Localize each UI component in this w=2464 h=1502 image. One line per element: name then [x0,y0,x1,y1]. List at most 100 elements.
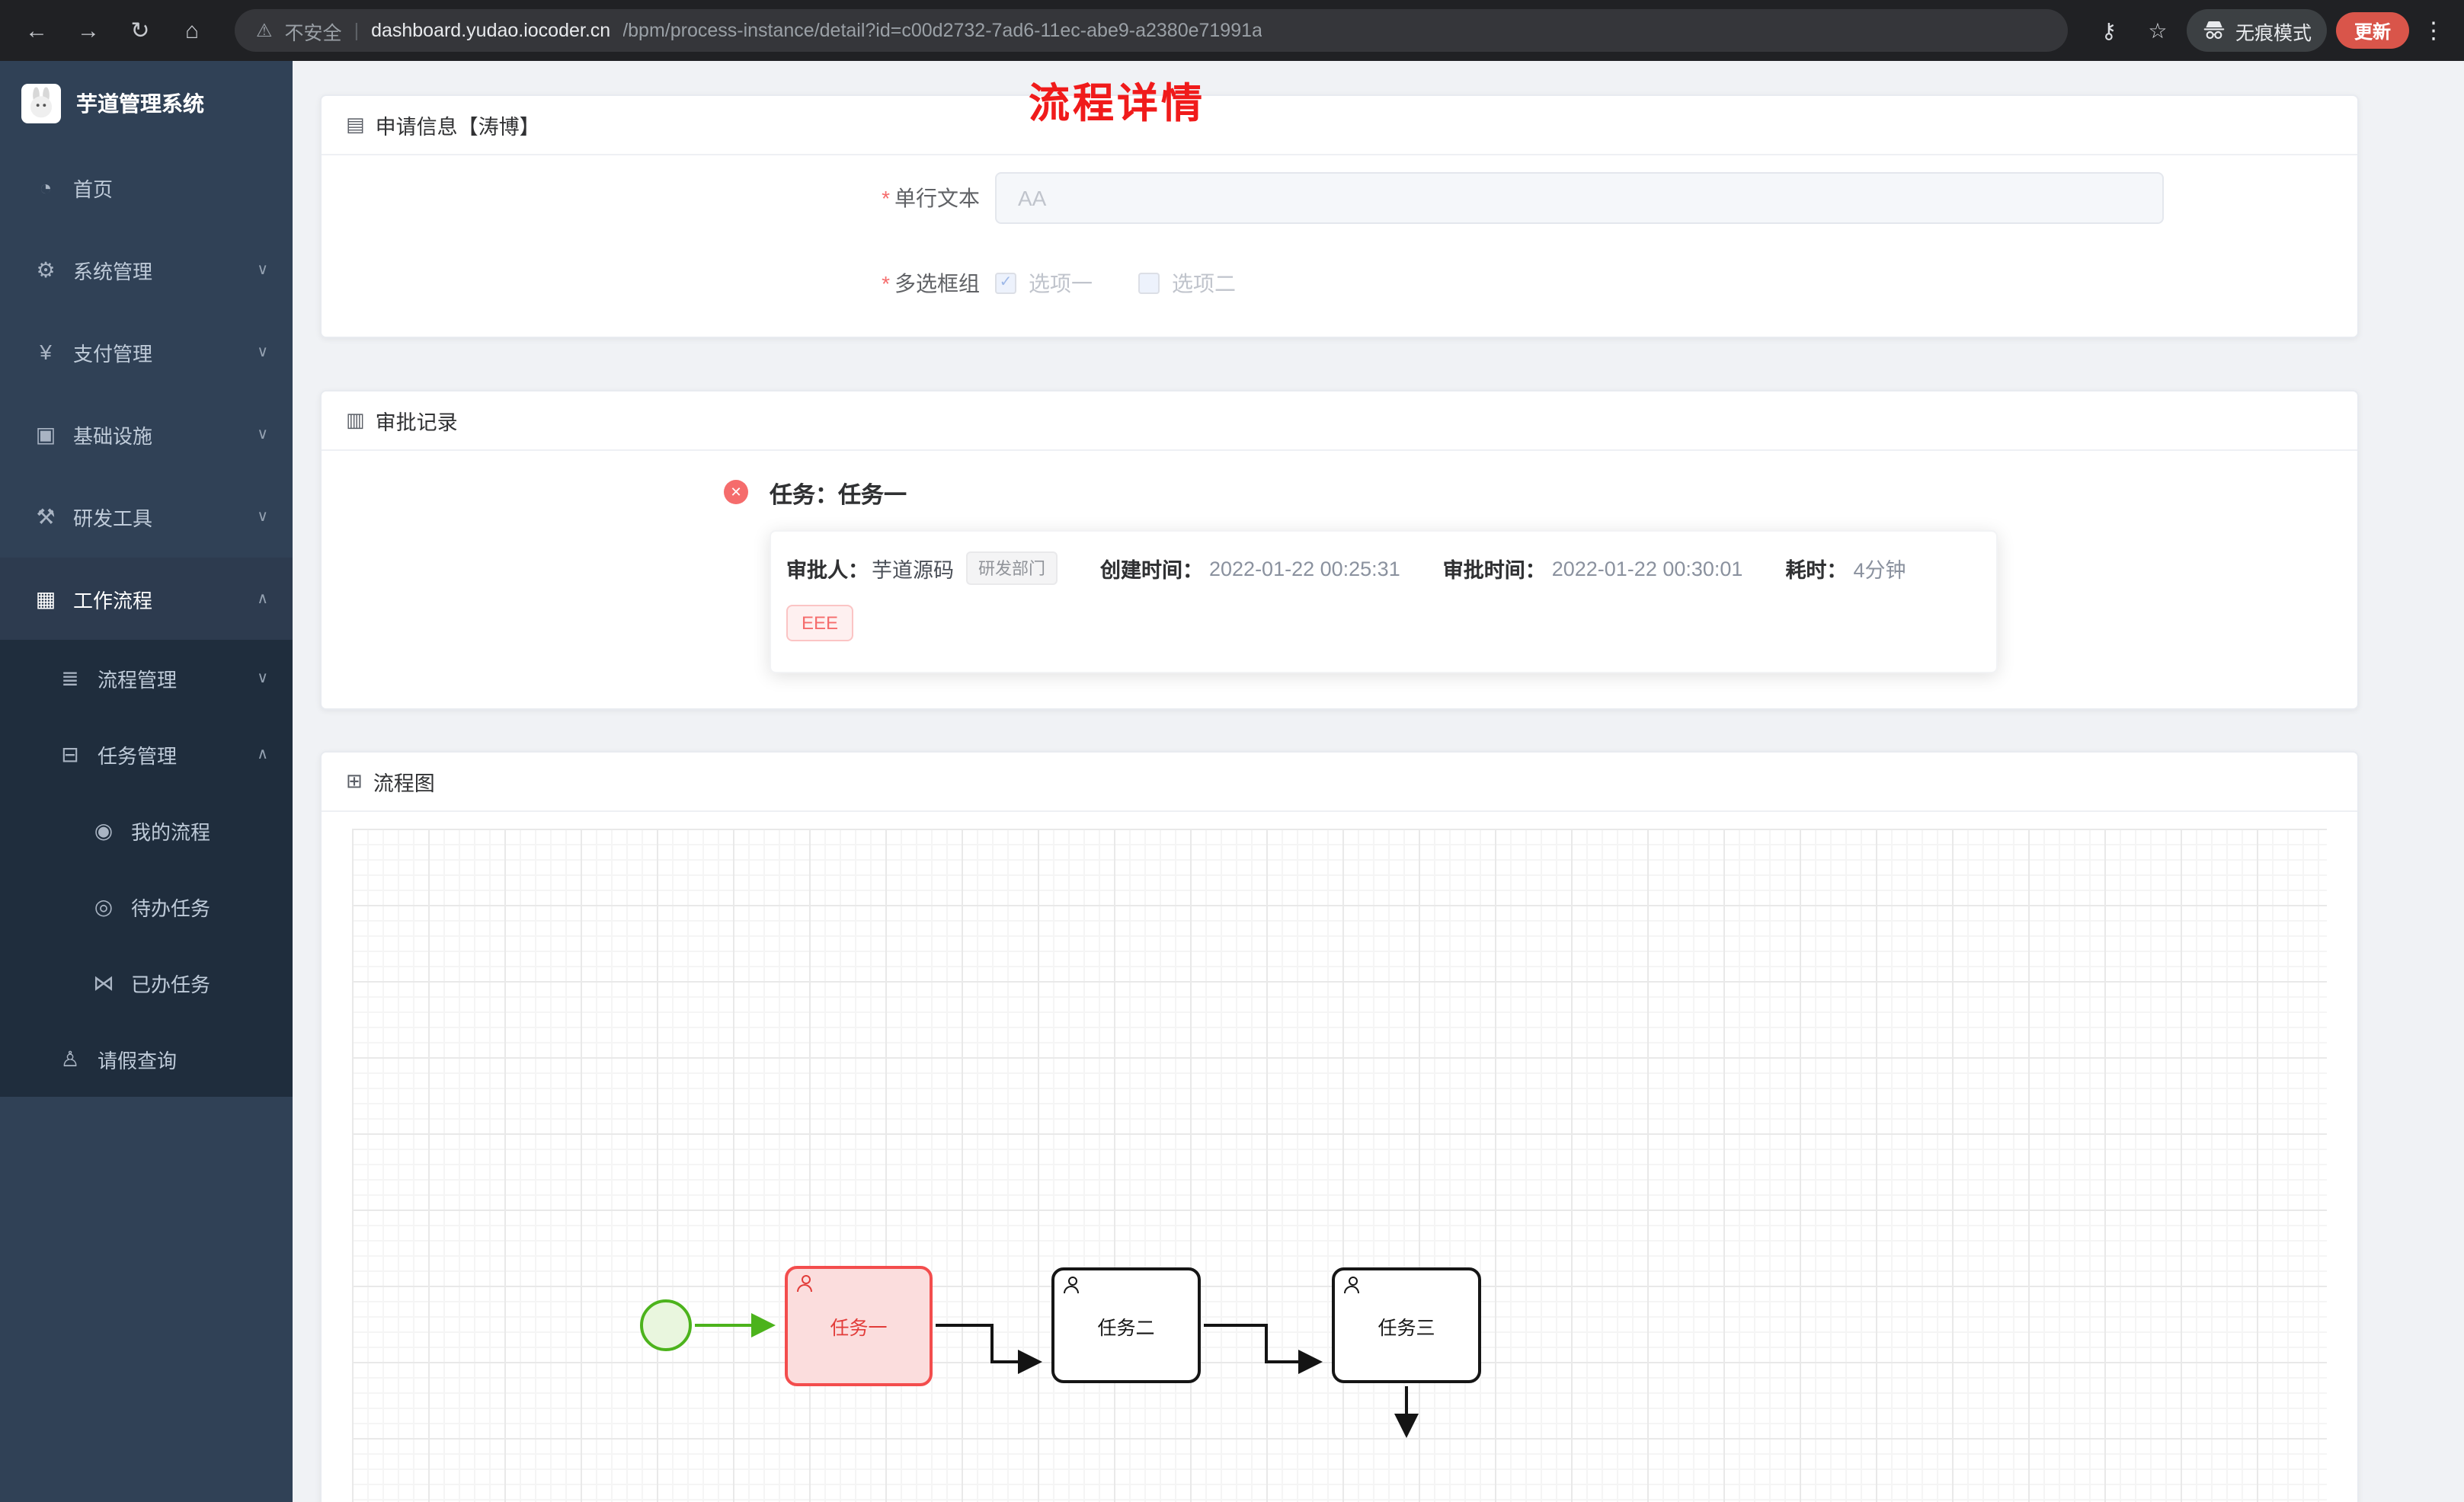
approved-time: 2022-01-22 00:30:01 [1551,557,1743,580]
approval-detail-panel: 审批人： 芋道源码 研发部门 创建时间： 2022-01-22 00:25:31… [770,530,1998,673]
apply-info-card: ▤ 申请信息【涛博】 *单行文本 AA *多选框组 [320,94,2359,338]
sidebar-item-infrastructure[interactable]: ▣ 基础设施 ∨ [0,393,293,475]
task-node-1[interactable]: 任务一 [785,1266,933,1386]
url-domain: dashboard.yudao.iocoder.cn [371,20,611,41]
gear-icon: ⚙ [36,257,56,281]
diagram-card-title: 流程图 [373,772,435,795]
incognito-label: 无痕模式 [2235,22,2312,43]
bpmn-connectors [695,1313,1419,1438]
logo-area: 芋道管理系统 [0,61,293,146]
person-icon: ♙ [60,1046,80,1070]
bubble-icon: ◉ [94,817,114,842]
user-task-icon [1064,1277,1080,1293]
required-mark: * [882,271,890,296]
chevron-up-icon: ∧ [257,746,268,762]
process-diagram-card: ⊞ 流程图 [320,751,2359,1502]
duration-label: 耗时： [1785,559,1848,582]
task-title: 任务：任务一 [770,483,907,509]
user-task-icon [797,1275,814,1292]
form-row-checkbox: *多选框组 ✓ 选项一 选项二 [322,257,2357,309]
star-icon[interactable]: ☆ [2148,18,2168,42]
app-title: 芋道管理系统 [76,91,204,116]
key-icon[interactable]: ⚷ [2101,18,2117,42]
document-icon: ▤ [346,113,365,136]
approver-name: 芋道源码 [872,559,954,582]
sidebar-item-system[interactable]: ⚙ 系统管理 ∨ [0,228,293,311]
back-button[interactable]: ← [25,18,48,43]
approval-meta-line: 审批人： 芋道源码 研发部门 创建时间： 2022-01-22 00:25:31… [786,551,1981,585]
url-divider: | [354,20,360,41]
sidebar-item-process-mgmt[interactable]: ≣ 流程管理 ∨ [0,640,293,716]
sidebar-item-todo-tasks[interactable]: ◎ 待办任务 [0,868,293,944]
browser-toolbar: ← → ↻ ⌂ ⚠ 不安全 | dashboard.yudao.iocoder.… [0,0,2464,61]
sidebar-item-devtools[interactable]: ⚒ 研发工具 ∨ [0,475,293,558]
chevron-down-icon: ∨ [257,344,268,360]
sidebar-item-leave-query[interactable]: ♙ 请假查询 [0,1021,293,1097]
page-title: 流程详情 [1029,81,1205,126]
apply-form: *单行文本 AA *多选框组 ✓ 选项一 [322,155,2357,309]
sidebar-item-done-tasks[interactable]: ⋈ 已办任务 [0,944,293,1021]
briefcase-icon: ▦ [35,586,56,610]
browser-menu-icon[interactable]: ⋮ [2422,18,2445,44]
eye-icon: ◎ [94,893,114,918]
record-icon: ▥ [346,408,365,431]
incognito-badge: 无痕模式 [2186,9,2327,52]
incognito-icon [2203,21,2225,40]
yen-icon: ¥ [40,340,52,364]
sidebar-item-task-mgmt[interactable]: ⊟ 任务管理 ∧ [0,716,293,792]
task-node-2[interactable]: 任务二 [1051,1267,1201,1383]
done-icon: ⋈ [93,970,114,994]
department-tag: 研发部门 [966,551,1058,585]
chevron-down-icon: ∨ [257,670,268,686]
checkbox-option-1[interactable]: ✓ 选项一 [995,268,1093,299]
diagram-icon: ⊞ [346,769,363,792]
reload-button[interactable]: ↻ [130,18,150,44]
required-mark: * [882,186,890,210]
logo-avatar [21,84,61,123]
created-time: 2022-01-22 00:25:31 [1209,557,1400,580]
single-line-text-input[interactable]: AA [995,172,2164,224]
apply-card-header: ▤ 申请信息【涛博】 [322,96,2357,155]
duration-value: 4分钟 [1853,559,1906,582]
forward-button[interactable]: → [77,18,100,43]
approval-records-card: ▥ 审批记录 ✕ 任务：任务一 审批人： 芋道源码 研发部门 创建时间： 202… [320,390,2359,710]
security-badge[interactable]: 不安全 [284,22,342,43]
checkbox-option-2[interactable]: 选项二 [1138,268,1236,299]
update-button[interactable]: 更新 [2335,12,2409,49]
created-label: 创建时间： [1100,559,1203,582]
diagram-card-header: ⊞ 流程图 [322,753,2357,812]
comment-tag: EEE [786,605,854,641]
checkbox-field-label: *多选框组 [882,271,980,296]
checkbox-checked-icon: ✓ [995,273,1016,294]
sidebar-item-workflow[interactable]: ▦ 工作流程 ∧ [0,558,293,640]
checkbox-group: ✓ 选项一 选项二 [995,257,1236,309]
text-field-label: *单行文本 [882,186,980,210]
address-bar[interactable]: ⚠ 不安全 | dashboard.yudao.iocoder.cn /bpm/… [235,9,2068,52]
tools-icon: ⚒ [36,503,56,528]
approval-card-header: ▥ 审批记录 [322,391,2357,451]
form-row-text: *单行文本 AA [322,172,2357,224]
chevron-down-icon: ∨ [257,261,268,278]
bpmn-canvas[interactable]: 任务一 任务二 任务三 [352,829,2327,1502]
task-node-3[interactable]: 任务三 [1332,1267,1481,1383]
checkbox-unchecked-icon [1138,273,1160,294]
chevron-down-icon: ∨ [257,508,268,525]
chevron-up-icon: ∧ [257,590,268,607]
approved-label: 审批时间： [1442,559,1546,582]
apply-card-title: 申请信息【涛博】 [375,116,540,139]
sidebar: 芋道管理系统 ◔ 首页 ⚙ 系统管理 ∨ ¥ 支付管理 ∨ ▣ 基础设施 ∨ [0,61,293,1502]
approval-card-title: 审批记录 [375,411,458,434]
chevron-down-icon: ∨ [257,426,268,443]
dashboard-icon: ◔ [39,175,53,200]
home-button[interactable]: ⌂ [184,18,200,43]
rejected-status-icon: ✕ [724,480,748,504]
tasks-icon: ⊟ [61,741,79,765]
approver-label: 审批人： [786,559,869,582]
start-event-node[interactable] [640,1299,692,1351]
sidebar-item-my-process[interactable]: ◉ 我的流程 [0,792,293,868]
sidebar-item-home[interactable]: ◔ 首页 [0,146,293,228]
sidebar-item-payment[interactable]: ¥ 支付管理 ∨ [0,311,293,393]
monitor-icon: ▣ [35,421,56,446]
user-task-icon [1344,1277,1361,1293]
